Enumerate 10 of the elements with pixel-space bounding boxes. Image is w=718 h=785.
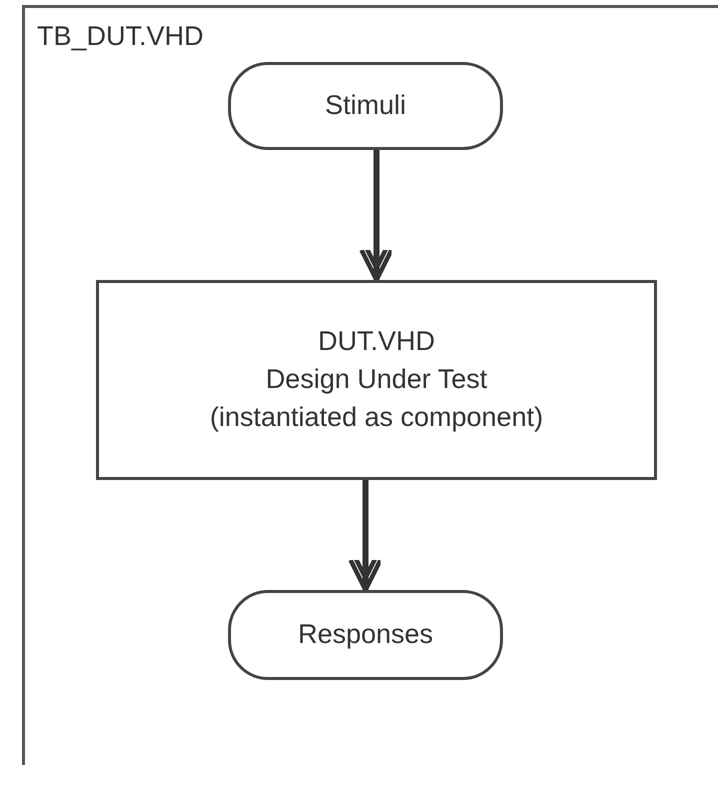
node-label: Design Under Test [266, 363, 488, 396]
node-label: (instantiated as component) [210, 400, 544, 434]
frame-title: TB_DUT.VHD [37, 20, 204, 53]
box-heading: DUT.VHD [318, 325, 435, 358]
terminal-shape [228, 590, 503, 680]
node-label: Stimuli [324, 89, 406, 122]
terminal-shape [228, 62, 503, 150]
process-box [96, 280, 657, 480]
node-label: Responses [298, 618, 434, 652]
frame-box [22, 5, 718, 765]
